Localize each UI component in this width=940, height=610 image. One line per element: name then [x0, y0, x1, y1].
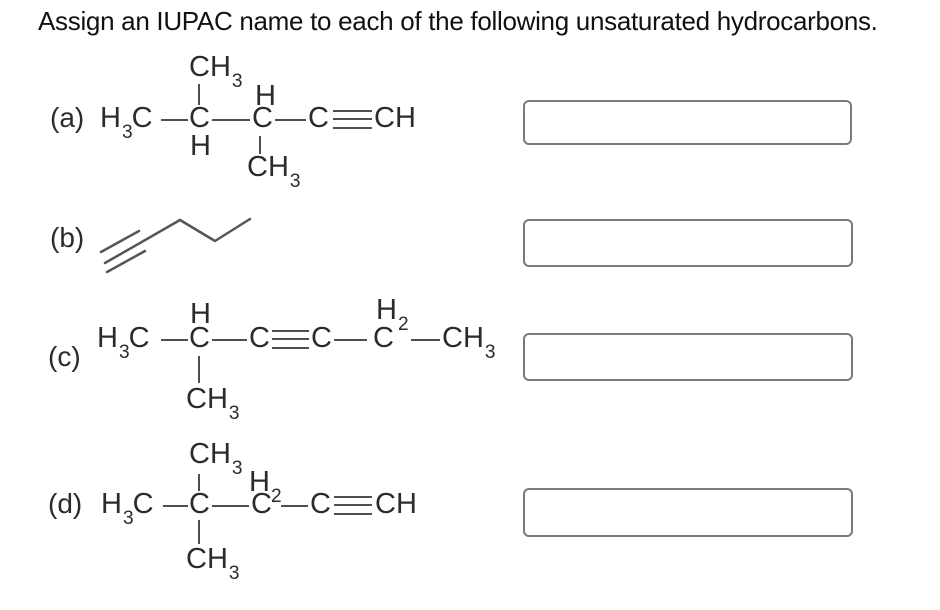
c-chain-c4: C	[311, 322, 332, 354]
d-chain-c4: C	[310, 488, 331, 520]
answer-input-d[interactable]	[523, 488, 853, 537]
single-bond	[334, 339, 367, 341]
d-chain-c3: C	[251, 488, 272, 520]
triple-bond-outer-line	[99, 229, 141, 254]
c-chain-c5: C	[373, 322, 394, 354]
vertical-bond	[198, 474, 200, 491]
answer-input-b[interactable]	[523, 219, 853, 267]
a-h-above: H	[255, 80, 276, 112]
single-bond	[161, 339, 188, 341]
single-bond	[212, 505, 249, 507]
vertical-bond	[198, 356, 200, 383]
single-bond	[212, 339, 247, 341]
vertical-bond	[259, 136, 261, 154]
c-chain-c2: C	[189, 322, 210, 354]
d-chain-h3c: H3C	[101, 488, 154, 529]
d-chain-c2: C	[189, 488, 210, 520]
d-methyl-above: CH3	[189, 438, 243, 479]
c-methyl-below: CH3	[186, 383, 240, 424]
single-bond	[161, 119, 188, 121]
a-methyl-below: CH3	[247, 151, 301, 192]
d-methyl-below: CH3	[186, 543, 240, 584]
d-chain-ch: CH	[375, 488, 417, 520]
single-bond	[212, 119, 250, 121]
single-bond	[411, 339, 440, 341]
answer-input-a[interactable]	[523, 100, 852, 145]
a-chain-ch: CH	[374, 102, 416, 134]
a-chain-c2: C	[189, 102, 210, 134]
a-chain-c3: C	[252, 102, 273, 134]
a-chain-c4: C	[308, 102, 329, 134]
problem-d-label: (d)	[48, 488, 83, 519]
c-chain-c3: C	[249, 322, 270, 354]
triple-bond	[334, 496, 372, 515]
question-title: Assign an IUPAC name to each of the foll…	[38, 6, 878, 36]
c-chain-ch3: CH3	[442, 322, 496, 363]
c-chain-h3c: H3C	[97, 322, 150, 363]
single-bond	[163, 505, 188, 507]
triple-bond	[272, 330, 309, 349]
c-h2-above: H2	[376, 294, 409, 335]
triple-bond-center-line	[103, 218, 182, 265]
problem-c-label: (c)	[48, 341, 81, 372]
problem-a-label: (a)	[50, 102, 85, 133]
carbon-chain-zigzag	[178, 217, 252, 243]
a-methyl-above: CH3	[189, 51, 243, 92]
triple-bond	[333, 110, 372, 129]
skeletal-structure-terminal-alkyne	[99, 217, 252, 274]
answer-input-c[interactable]	[523, 333, 853, 381]
vertical-bond	[198, 84, 200, 105]
single-bond	[281, 505, 308, 507]
c-h-above: H	[190, 298, 211, 330]
triple-bond-outer-line	[105, 249, 147, 274]
vertical-bond	[198, 520, 200, 544]
single-bond	[275, 119, 306, 121]
d-h2-above: H2	[249, 466, 282, 507]
problem-b-label: (b)	[50, 222, 85, 253]
a-h-below: H	[190, 130, 211, 162]
a-chain-h3c: H3C	[100, 102, 153, 143]
